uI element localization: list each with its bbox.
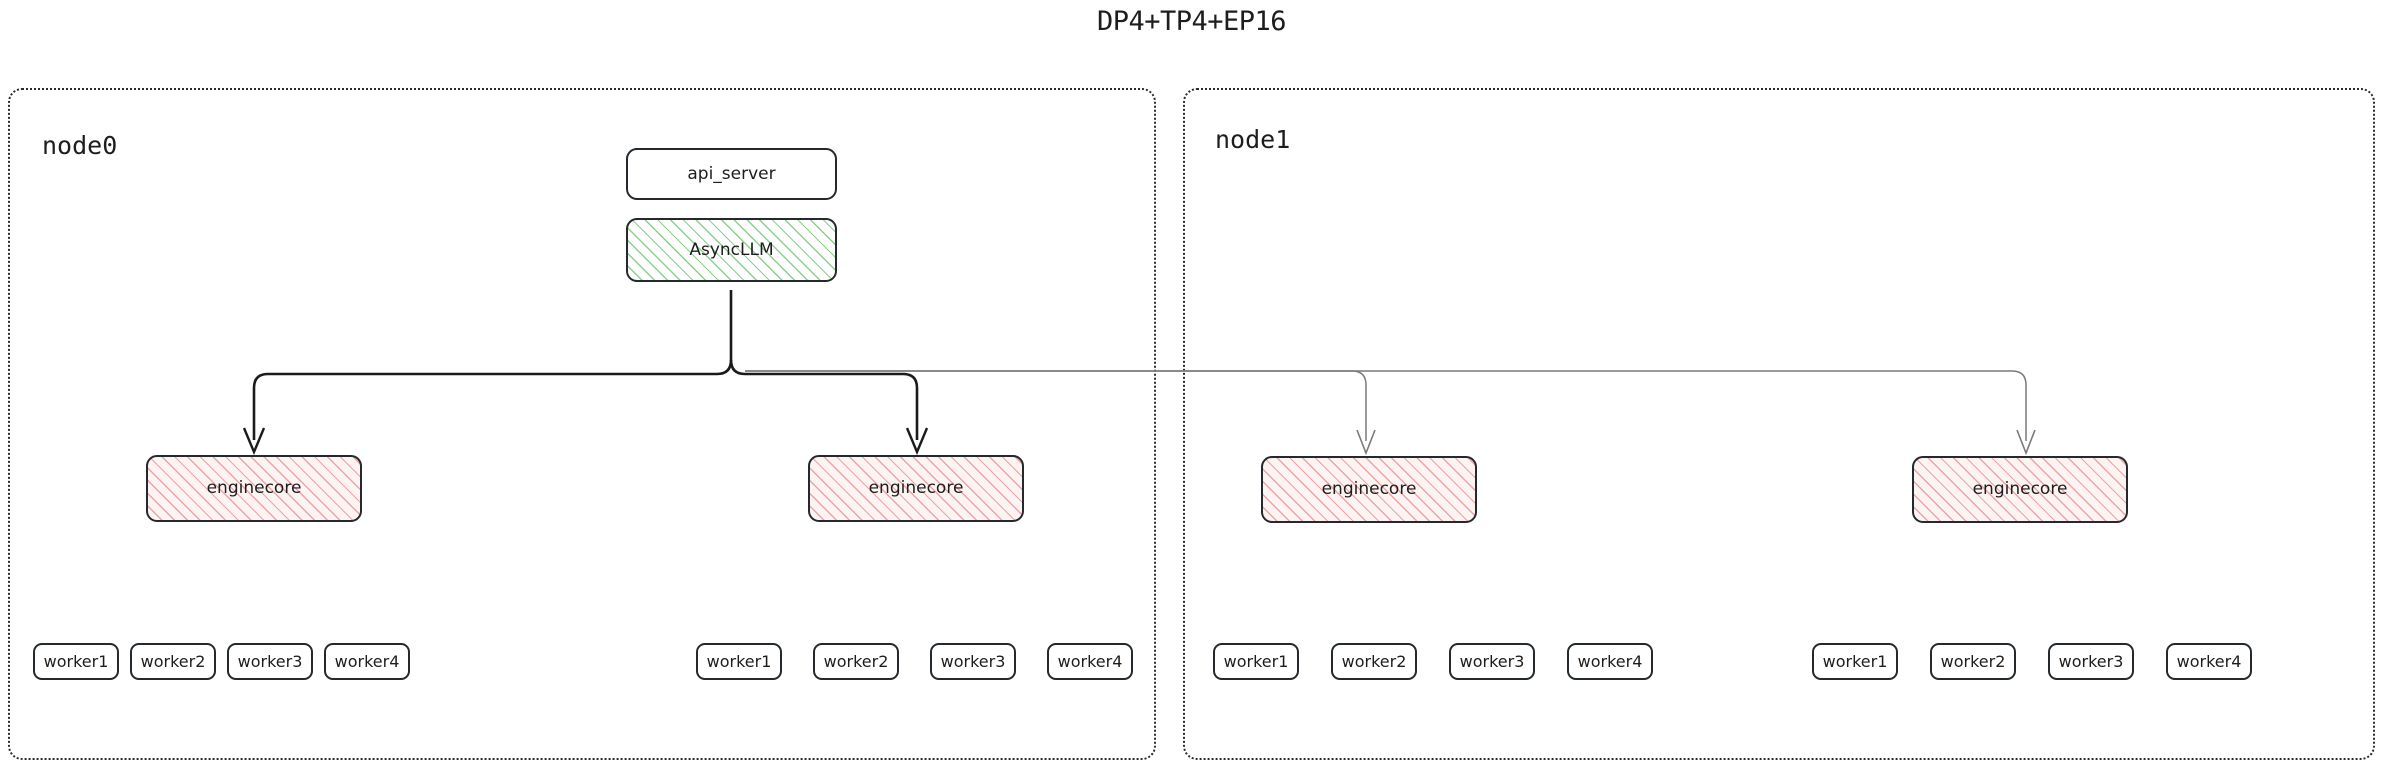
node-worker-e0-w1-label: worker1	[43, 651, 109, 671]
cluster-node0-label: node0	[42, 131, 118, 160]
node-worker-e3-w1[interactable]: worker1	[1812, 643, 1898, 680]
node-worker-e0-w2[interactable]: worker2	[130, 643, 216, 680]
node-worker-e2-w1[interactable]: worker1	[1213, 643, 1299, 680]
node-worker-e1-w2-label: worker2	[823, 651, 889, 671]
node-worker-e3-w1-label: worker1	[1822, 651, 1888, 671]
node-enginecore-engine1[interactable]: enginecore	[808, 455, 1024, 522]
node-worker-e2-w2-label: worker2	[1341, 651, 1407, 671]
node-worker-e0-w4-label: worker4	[334, 651, 400, 671]
node-worker-e3-w2[interactable]: worker2	[1930, 643, 2016, 680]
node-worker-e1-w3[interactable]: worker3	[930, 643, 1016, 680]
node-enginecore-engine1-label: enginecore	[868, 478, 964, 498]
node-worker-e1-w4-label: worker4	[1057, 651, 1123, 671]
node-worker-e1-w1-label: worker1	[706, 651, 772, 671]
node-worker-e3-w4[interactable]: worker4	[2166, 643, 2252, 680]
node-enginecore-engine3[interactable]: enginecore	[1912, 456, 2128, 523]
node-worker-e2-w4-label: worker4	[1577, 651, 1643, 671]
node-worker-e0-w3[interactable]: worker3	[227, 643, 313, 680]
node-enginecore-engine2[interactable]: enginecore	[1261, 456, 1477, 523]
node-worker-e3-w3[interactable]: worker3	[2048, 643, 2134, 680]
node-worker-e0-w4[interactable]: worker4	[324, 643, 410, 680]
node-asyncllm-label: AsyncLLM	[689, 239, 774, 260]
node-worker-e2-w3[interactable]: worker3	[1449, 643, 1535, 680]
node-worker-e1-w4[interactable]: worker4	[1047, 643, 1133, 680]
node-worker-e2-w2[interactable]: worker2	[1331, 643, 1417, 680]
node-enginecore-engine3-label: enginecore	[1972, 479, 2068, 499]
node-enginecore-engine2-label: enginecore	[1321, 479, 1417, 499]
node-api-server-label: api_server	[687, 163, 776, 184]
node-worker-e2-w1-label: worker1	[1223, 651, 1289, 671]
node-worker-e1-w1[interactable]: worker1	[696, 643, 782, 680]
node-worker-e2-w4[interactable]: worker4	[1567, 643, 1653, 680]
node-enginecore-engine0[interactable]: enginecore	[146, 455, 362, 522]
node-worker-e0-w2-label: worker2	[140, 651, 206, 671]
node-worker-e2-w3-label: worker3	[1459, 651, 1525, 671]
cluster-node1-label: node1	[1215, 125, 1291, 154]
node-worker-e3-w4-label: worker4	[2176, 651, 2242, 671]
node-worker-e1-w3-label: worker3	[940, 651, 1006, 671]
node-worker-e0-w3-label: worker3	[237, 651, 303, 671]
page-title: DP4+TP4+EP16	[1096, 6, 1287, 37]
node-worker-e1-w2[interactable]: worker2	[813, 643, 899, 680]
node-api-server[interactable]: api_server	[626, 148, 837, 200]
node-enginecore-engine0-label: enginecore	[206, 478, 302, 498]
node-asyncllm[interactable]: AsyncLLM	[626, 218, 837, 282]
node-worker-e3-w3-label: worker3	[2058, 651, 2124, 671]
node-worker-e3-w2-label: worker2	[1940, 651, 2006, 671]
node-worker-e0-w1[interactable]: worker1	[33, 643, 119, 680]
